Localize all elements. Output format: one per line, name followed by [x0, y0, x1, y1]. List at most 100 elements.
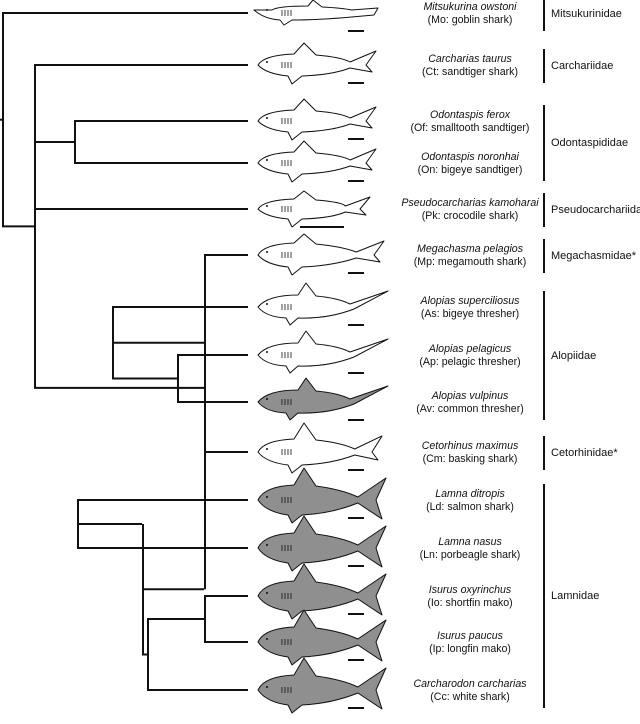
- shark-body: [257, 515, 387, 572]
- shark-silhouette: [257, 330, 389, 374]
- shark-silhouette: [257, 190, 371, 228]
- scientific-name: Pseudocarcharias kamoharai: [401, 197, 539, 209]
- species-label: Carcharias taurus(Ct: sandtiger shark): [398, 53, 542, 79]
- shark-body: [257, 657, 387, 714]
- scientific-name: Lamna ditropis: [435, 488, 505, 500]
- shark-eye: [266, 544, 268, 546]
- family-name: Lamnidae: [551, 590, 600, 602]
- species-label: Alopias pelagicus(Ap: pelagic thresher): [398, 343, 542, 369]
- shark-body: [257, 42, 377, 85]
- common-name: (Of: smalltooth sandtiger): [410, 122, 530, 134]
- shark-silhouette: [253, 0, 379, 32]
- shark-eye: [266, 251, 268, 253]
- shark-silhouette: [257, 515, 387, 572]
- shark-body: [257, 140, 377, 183]
- common-name: (As: bigeye thresher): [420, 308, 520, 320]
- family-name: Cetorhinidae*: [551, 447, 618, 459]
- scientific-name: Mitsukurina owstoni: [423, 1, 517, 13]
- shark-eye: [266, 117, 268, 119]
- shark-silhouette: [257, 563, 387, 620]
- family-bracket: [543, 484, 545, 708]
- species-label: Carcharodon carcharias(Cc: white shark): [398, 678, 542, 704]
- shark-body: [257, 190, 371, 228]
- common-name: (Mp: megamouth shark): [413, 256, 527, 268]
- shark-eye: [266, 448, 268, 450]
- shark-eye: [266, 61, 268, 63]
- scientific-name: Lamna nasus: [438, 536, 502, 548]
- common-name: (Ap: pelagic thresher): [419, 356, 521, 368]
- shark-body: [257, 282, 389, 326]
- scientific-name: Odontaspis noronhai: [421, 151, 519, 163]
- shark-body: [257, 377, 389, 421]
- shark-eye: [266, 303, 268, 305]
- scientific-name: Alopias pelagicus: [428, 343, 512, 355]
- scientific-name: Carcharias taurus: [428, 53, 512, 65]
- scientific-name: Carcharodon carcharias: [413, 678, 527, 690]
- family-bracket: [543, 239, 545, 273]
- family-bracket: [543, 49, 545, 83]
- scientific-name: Odontaspis ferox: [429, 109, 511, 121]
- family-name: Carchariidae: [551, 60, 614, 72]
- shark-eye: [266, 159, 268, 161]
- shark-body: [257, 422, 383, 474]
- shark-silhouette: [257, 282, 389, 326]
- scientific-name: Alopias superciliosus: [420, 295, 520, 307]
- species-label: Cetorhinus maximus(Cm: basking shark): [398, 440, 542, 466]
- family-bracket: [543, 0, 545, 31]
- family-bracket: [543, 291, 545, 420]
- shark-body: [257, 233, 385, 276]
- family-name: Pseudocarchariidae: [551, 204, 640, 216]
- scientific-name: Isurus paucus: [437, 630, 503, 642]
- family-name: Mitsukurinidae: [551, 8, 622, 20]
- species-label: Odontaspis noronhai(On: bigeye sandtiger…: [398, 151, 542, 177]
- shark-body: [257, 330, 389, 374]
- shark-body: [257, 467, 387, 524]
- scientific-name: Alopias vulpinus: [431, 390, 509, 402]
- common-name: (Cm: basking shark): [422, 453, 518, 465]
- shark-silhouette: [257, 98, 377, 141]
- common-name: (Av: common thresher): [416, 403, 524, 415]
- scientific-name: Isurus oxyrinchus: [428, 584, 512, 596]
- shark-body: [257, 609, 387, 666]
- shark-silhouette: [257, 467, 387, 524]
- species-label: Alopias superciliosus(As: bigeye threshe…: [398, 295, 542, 321]
- shark-silhouette: [257, 233, 385, 276]
- shark-eye: [266, 9, 268, 11]
- shark-silhouette: [257, 377, 389, 421]
- shark-silhouette: [257, 140, 377, 183]
- family-name: Megachasmidae*: [551, 250, 636, 262]
- common-name: (Ld: salmon shark): [426, 501, 514, 513]
- shark-eye: [266, 638, 268, 640]
- shark-eye: [266, 686, 268, 688]
- common-name: (On: bigeye sandtiger): [417, 164, 523, 176]
- shark-eye: [266, 398, 268, 400]
- shark-silhouette: [257, 657, 387, 714]
- shark-silhouette: [257, 422, 383, 474]
- shark-eye: [266, 205, 268, 207]
- common-name: (Mo: goblin shark): [427, 14, 513, 26]
- species-label: Lamna nasus(Ln: porbeagle shark): [398, 536, 542, 562]
- shark-body: [253, 0, 379, 26]
- scientific-name: Megachasma pelagios: [417, 243, 523, 255]
- tree-branches: [0, 12, 248, 691]
- species-label: Pseudocarcharias kamoharai(Pk: crocodile…: [398, 197, 542, 223]
- species-label: Odontaspis ferox(Of: smalltooth sandtige…: [398, 109, 542, 135]
- shark-body: [257, 563, 387, 620]
- species-label: Isurus paucus(Ip: longfin mako): [398, 630, 542, 656]
- family-name: Odontaspididae: [551, 137, 629, 149]
- family-name: Alopiidae: [551, 349, 597, 362]
- common-name: (Io: shortfin mako): [427, 597, 513, 609]
- family-bracket: [543, 436, 545, 470]
- common-name: (Ip: longfin mako): [429, 643, 511, 655]
- family-bracket: [543, 193, 545, 227]
- shark-eye: [266, 496, 268, 498]
- species-label: Mitsukurina owstoni(Mo: goblin shark): [398, 1, 542, 27]
- shark-silhouette: [257, 42, 377, 85]
- species-label: Megachasma pelagios(Mp: megamouth shark): [398, 243, 542, 269]
- common-name: (Pk: crocodile shark): [421, 210, 519, 222]
- scientific-name: Cetorhinus maximus: [421, 440, 519, 452]
- shark-eye: [266, 351, 268, 353]
- shark-illustrations: [253, 0, 389, 714]
- family-bracket: [543, 105, 545, 181]
